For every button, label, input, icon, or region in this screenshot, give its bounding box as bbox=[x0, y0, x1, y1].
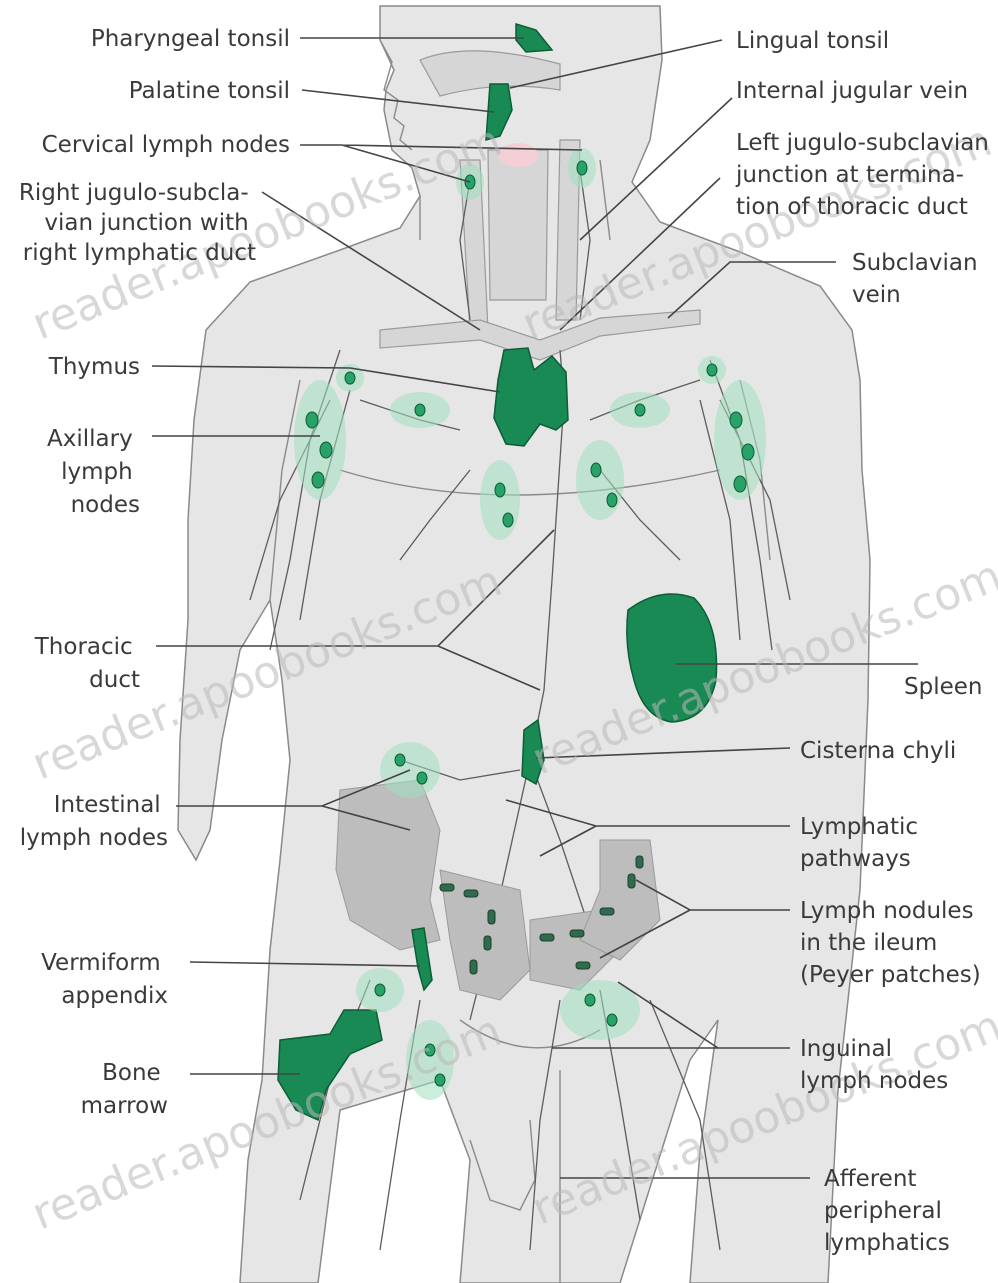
lymph-node bbox=[395, 754, 405, 766]
label-cisterna-chyli: Cisterna chyli bbox=[800, 738, 956, 764]
peyer-patch bbox=[488, 910, 495, 924]
peyer-patch bbox=[464, 890, 478, 897]
lymph-node bbox=[734, 476, 746, 492]
label-thoracic-duct: Thoracic duct bbox=[34, 634, 140, 693]
peyer-patch bbox=[576, 962, 590, 969]
label-afferent-peripheral-lymphatics: Afferent peripheral lymphatics bbox=[824, 1166, 950, 1256]
label-left-jugulo-subclavian-junction: Left jugulo-subclavian junction at termi… bbox=[735, 130, 996, 220]
label-bone-marrow: Bone marrow bbox=[81, 1060, 168, 1119]
lymph-node bbox=[707, 364, 717, 376]
lymph-node bbox=[607, 493, 617, 507]
label-internal-jugular-vein: Internal jugular vein bbox=[736, 78, 968, 104]
label-lymph-nodules-ileum: Lymph nodules in the ileum (Peyer patche… bbox=[800, 898, 981, 988]
label-axillary-lymph-nodes: Axillary lymph nodes bbox=[47, 426, 140, 518]
label-intestinal-lymph-nodes: Intestinal lymph nodes bbox=[20, 792, 168, 851]
label-right-jugulo-subclavian-junction: Right jugulo-subcla- vian junction with … bbox=[19, 180, 256, 266]
label-vermiform-appendix: Vermiform appendix bbox=[41, 950, 168, 1009]
lymph-node bbox=[417, 772, 427, 784]
label-pharyngeal-tonsil: Pharyngeal tonsil bbox=[91, 26, 290, 52]
lymph-node bbox=[375, 984, 385, 996]
trachea bbox=[488, 150, 548, 300]
label-cervical-lymph-nodes: Cervical lymph nodes bbox=[42, 132, 290, 158]
peyer-patch bbox=[470, 960, 477, 974]
lymph-node bbox=[345, 372, 355, 384]
label-subclavian-vein: Subclavian vein bbox=[852, 250, 985, 308]
peyer-patch bbox=[628, 874, 635, 888]
label-lingual-tonsil: Lingual tonsil bbox=[736, 28, 889, 54]
lymph-node bbox=[320, 442, 332, 458]
lymph-node bbox=[503, 513, 513, 527]
lymph-node bbox=[591, 463, 601, 477]
label-palatine-tonsil: Palatine tonsil bbox=[129, 78, 290, 104]
peyer-patch bbox=[484, 936, 491, 950]
lymph-node bbox=[607, 1014, 617, 1026]
lymph-node bbox=[742, 444, 754, 460]
peyer-patch bbox=[600, 908, 614, 915]
lymph-node bbox=[415, 404, 425, 416]
peyer-patch bbox=[636, 856, 643, 868]
lymph-node bbox=[577, 161, 587, 175]
lymph-node bbox=[312, 472, 324, 488]
peyer-patch bbox=[440, 884, 454, 891]
lymph-node bbox=[585, 994, 595, 1006]
lymph-node bbox=[730, 412, 742, 428]
label-spleen: Spleen bbox=[904, 674, 982, 700]
peyer-patch bbox=[540, 934, 554, 941]
peyer-patch bbox=[570, 930, 584, 937]
label-thymus: Thymus bbox=[48, 354, 140, 380]
lymph-node bbox=[635, 404, 645, 416]
lymph-node bbox=[495, 483, 505, 497]
lymph-node bbox=[306, 412, 318, 428]
